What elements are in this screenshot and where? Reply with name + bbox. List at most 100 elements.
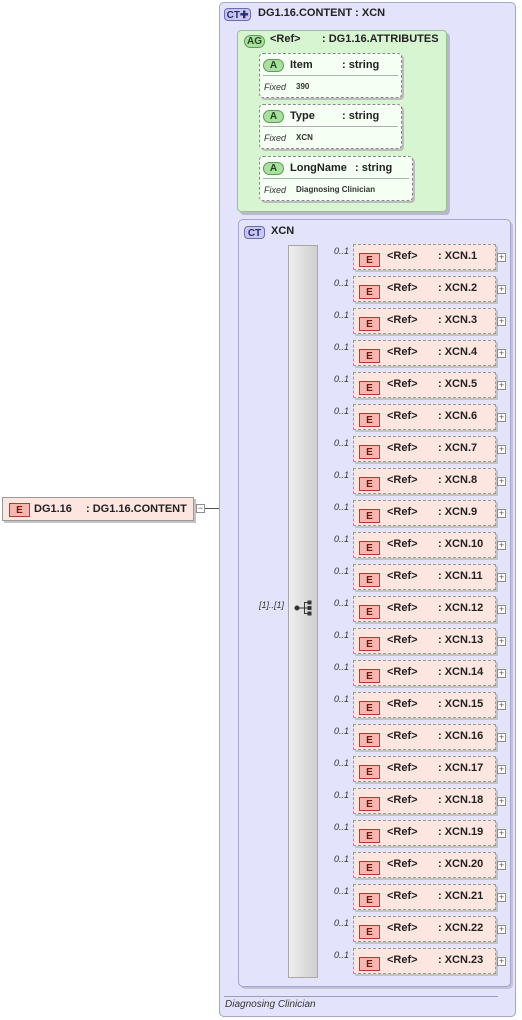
element-xcn-14[interactable]: E<Ref>: XCN.14 [353,660,496,686]
element-badge: E [359,957,380,971]
expand-plus-icon[interactable]: + [497,764,506,774]
attribute-type: : string [342,59,380,71]
expand-plus-icon[interactable]: + [497,604,506,614]
element-name: : XCN.16 [438,730,484,742]
element-xcn-9[interactable]: E<Ref>: XCN.9 [353,500,496,526]
expand-plus-icon[interactable]: + [497,700,506,710]
element-cardinality: 0..1 [334,502,350,512]
element-xcn-19[interactable]: E<Ref>: XCN.19 [353,820,496,846]
element-ref: <Ref> [387,698,418,710]
element-ref: <Ref> [387,538,418,550]
attribute-item[interactable]: A Item : string Fixed 390 [259,53,402,98]
element-cardinality: 0..1 [334,758,350,768]
element-xcn-15[interactable]: E<Ref>: XCN.15 [353,692,496,718]
element-name: : XCN.6 [438,410,478,422]
expand-plus-icon[interactable]: + [497,572,506,582]
attribute-longname[interactable]: A LongName : string Fixed Diagnosing Cli… [259,156,413,201]
expand-plus-icon[interactable]: + [497,828,506,838]
element-xcn-4[interactable]: E<Ref>: XCN.4 [353,340,496,366]
element-badge: E [359,605,380,619]
element-xcn-20[interactable]: E<Ref>: XCN.20 [353,852,496,878]
expand-plus-icon[interactable]: + [497,444,506,454]
element-badge: E [359,541,380,555]
expand-plus-icon[interactable]: + [497,348,506,358]
element-xcn-23[interactable]: E<Ref>: XCN.23 [353,948,496,974]
expand-plus-icon[interactable]: + [497,252,506,262]
expand-plus-icon[interactable]: + [497,892,506,902]
element-ref: <Ref> [387,602,418,614]
root-element[interactable]: E DG1.16 : DG1.16.CONTENT [2,497,194,521]
expand-plus-icon[interactable]: + [497,732,506,742]
element-ref: <Ref> [387,346,418,358]
element-xcn-16[interactable]: E<Ref>: XCN.16 [353,724,496,750]
expand-plus-icon[interactable]: + [497,316,506,326]
expand-plus-icon[interactable]: + [497,476,506,486]
element-badge: E [359,861,380,875]
expand-plus-icon[interactable]: + [497,924,506,934]
element-xcn-22[interactable]: E<Ref>: XCN.22 [353,916,496,942]
expand-plus-icon[interactable]: + [497,860,506,870]
element-cardinality: 0..1 [334,470,350,480]
attribute-badge: A [263,59,284,72]
sequence-icon[interactable] [294,600,314,616]
element-xcn-11[interactable]: E<Ref>: XCN.11 [353,564,496,590]
element-xcn-8[interactable]: E<Ref>: XCN.8 [353,468,496,494]
expand-plus-icon[interactable]: + [497,540,506,550]
attribute-group-ref: <Ref> [270,33,301,45]
element-xcn-1[interactable]: E<Ref>: XCN.1 [353,244,496,270]
element-xcn-5[interactable]: E <Ref> : XCN.5 [353,372,496,398]
element-cardinality: 0..1 [334,438,350,448]
element-ref: <Ref> [387,922,418,934]
element-ref: <Ref> [387,474,418,486]
element-name: : XCN.14 [438,666,484,678]
element-xcn-7[interactable]: E<Ref>: XCN.7 [353,436,496,462]
element-xcn-13[interactable]: E<Ref>: XCN.13 [353,628,496,654]
element-name: : XCN.19 [438,826,484,838]
element-xcn-21[interactable]: E<Ref>: XCN.21 [353,884,496,910]
root-element-type: : DG1.16.CONTENT [86,503,187,515]
element-cardinality: 0..1 [334,598,350,608]
element-cardinality: 0..1 [334,886,350,896]
element-cardinality: 0..1 [334,662,350,672]
element-name: : XCN.12 [438,602,484,614]
expand-plus-icon[interactable]: + [497,956,506,966]
element-xcn-3[interactable]: E<Ref>: XCN.3 [353,308,496,334]
element-name: : XCN.5 [438,378,478,390]
element-badge: E [359,349,380,363]
element-badge: E [359,381,380,395]
divider [263,75,398,76]
fixed-label: Fixed [264,82,287,92]
collapse-minus-icon[interactable]: − [196,503,205,513]
expand-plus-icon[interactable]: + [497,636,506,646]
attribute-type-attr[interactable]: A Type : string Fixed XCN [259,104,402,149]
element-ref: <Ref> [387,858,418,870]
element-xcn-18[interactable]: E<Ref>: XCN.18 [353,788,496,814]
element-ref: <Ref> [387,794,418,806]
element-ref: <Ref> [387,826,418,838]
expand-plus-icon[interactable]: + [497,284,506,294]
expand-plus-icon[interactable]: + [497,412,506,422]
expand-plus-icon[interactable]: + [497,668,506,678]
expand-plus-icon[interactable]: + [497,796,506,806]
element-ref: <Ref> [387,378,418,390]
element-xcn-10[interactable]: E<Ref>: XCN.10 [353,532,496,558]
element-xcn-17[interactable]: E<Ref>: XCN.17 [353,756,496,782]
fixed-value: Diagnosing Clinician [296,185,376,194]
element-cardinality: 0..1 [334,630,350,640]
element-xcn-12[interactable]: E <Ref> : XCN.12 [353,596,496,622]
element-ref: <Ref> [387,730,418,742]
element-badge: E [359,765,380,779]
element-xcn-2[interactable]: E<Ref>: XCN.2 [353,276,496,302]
attribute-group-badge: AG [244,35,265,48]
element-badge: E [359,509,380,523]
element-badge: E [359,445,380,459]
element-cardinality: 0..1 [334,278,350,288]
expand-plus-icon[interactable]: + [497,380,506,390]
fixed-value: 390 [296,82,310,91]
fixed-label: Fixed [264,133,287,143]
element-badge: E [359,669,380,683]
attribute-type: : string [342,110,380,122]
element-xcn-6[interactable]: E<Ref>: XCN.6 [353,404,496,430]
element-badge: E [359,573,380,587]
expand-plus-icon[interactable]: + [497,508,506,518]
